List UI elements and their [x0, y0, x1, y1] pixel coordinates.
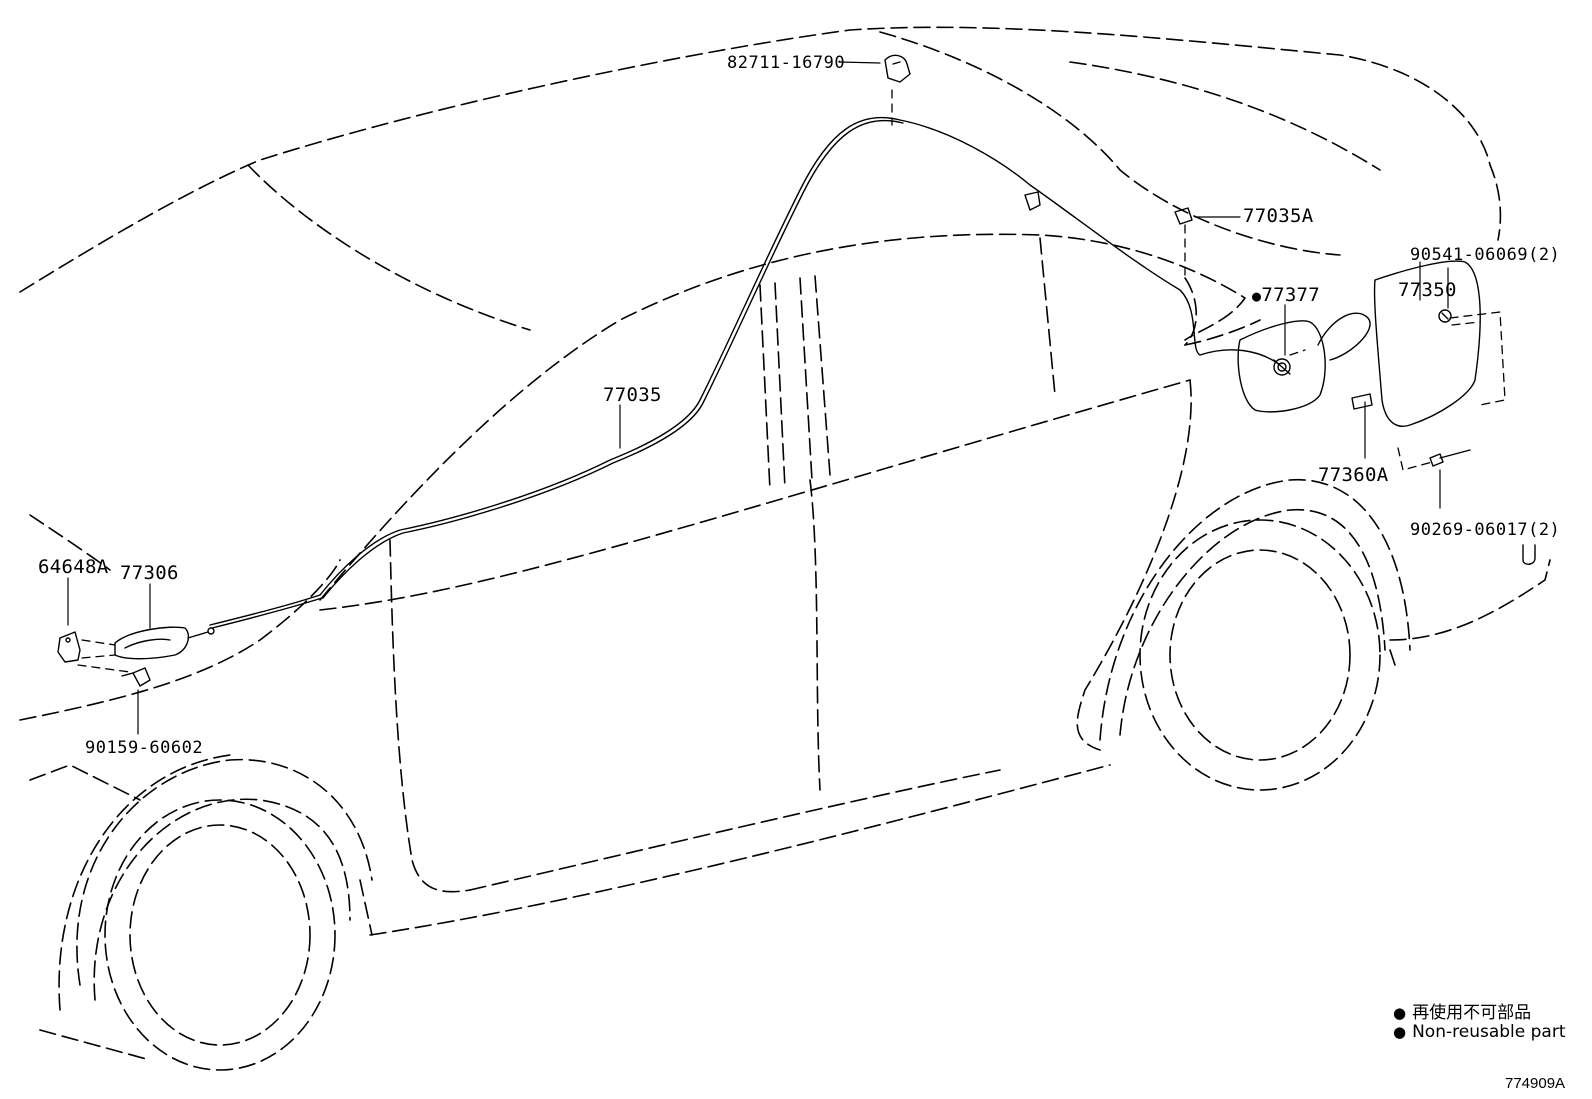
- callout-82711-16790: 82711-16790: [727, 53, 846, 73]
- fuel-door-assembly: [1237, 260, 1481, 467]
- leader-lines: [67, 61, 1449, 735]
- callout-77035A: 77035A: [1243, 205, 1314, 227]
- callout-77360A: 77360A: [1318, 464, 1389, 486]
- callout-64648A: 64648A: [38, 556, 109, 578]
- callout-77350: 77350: [1398, 279, 1457, 301]
- legend-line-ja: ● 再使用不可部品: [1393, 998, 1531, 1023]
- legend-line-en: ● Non-reusable part: [1393, 1022, 1565, 1042]
- legend-dot-icon: ●: [1393, 1004, 1407, 1022]
- callout-90159-60602: 90159-60602: [85, 738, 204, 758]
- opener-guide-lines: [77, 639, 131, 673]
- diagram-id: 774909A: [1505, 1075, 1566, 1092]
- rear-marker: [1522, 544, 1536, 565]
- legend-en-text: Non-reusable part: [1412, 1022, 1566, 1042]
- non-reusable-marker: ●: [1252, 287, 1262, 305]
- cable-77035: [209, 116, 1281, 629]
- legend-dot-icon: ●: [1393, 1023, 1407, 1041]
- legend-ja-text: 再使用不可部品: [1412, 1003, 1532, 1023]
- body-dashed-outline: [19, 26, 1551, 1071]
- callout-77377-number: 77377: [1261, 284, 1321, 306]
- callout-77377: ●77377: [1252, 285, 1320, 306]
- callout-77035: 77035: [603, 384, 662, 406]
- fuel-door-guide-lines: [891, 89, 1506, 471]
- callout-90269-06017: 90269-06017(2): [1410, 520, 1561, 540]
- callout-77306: 77306: [120, 562, 179, 584]
- opener-lever-assembly: [57, 626, 215, 687]
- callout-90541-06069: 90541-06069(2): [1410, 245, 1561, 265]
- cable-clips: [884, 54, 1193, 225]
